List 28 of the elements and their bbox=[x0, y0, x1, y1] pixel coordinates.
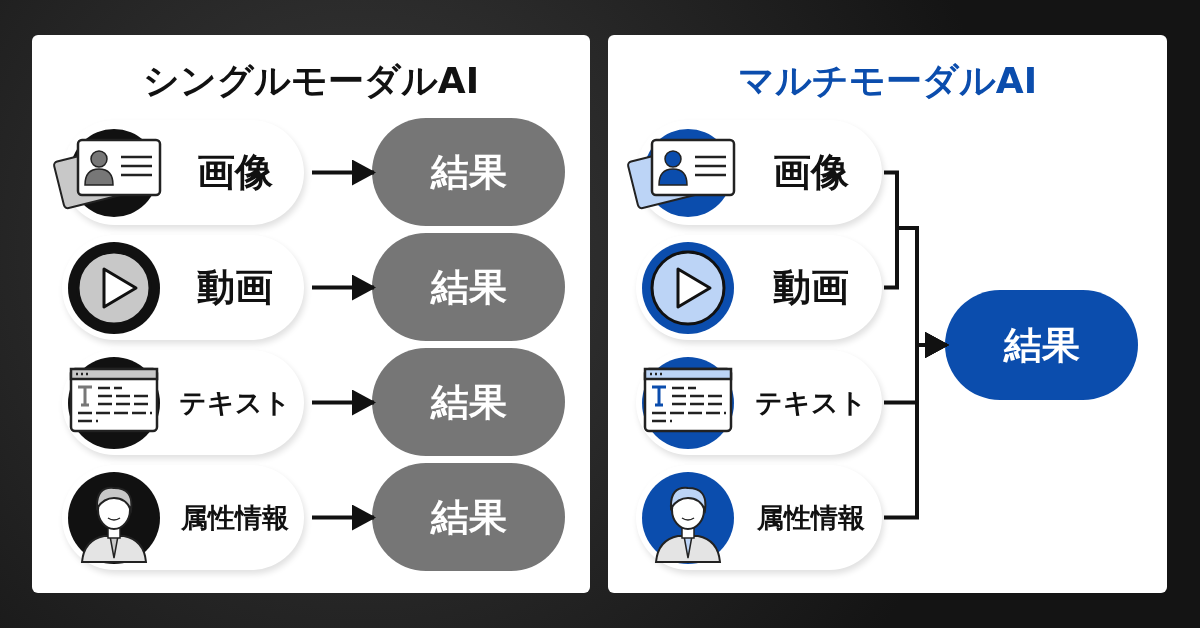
panel bbox=[608, 35, 1167, 593]
arrow bbox=[312, 504, 376, 531]
result-pill: 結果 bbox=[372, 463, 565, 571]
input-label: 動画 bbox=[196, 264, 274, 311]
panel bbox=[32, 35, 590, 593]
arrow bbox=[312, 274, 376, 301]
arrow bbox=[884, 332, 949, 520]
input-label: 属性情報 bbox=[756, 500, 866, 535]
arrow bbox=[312, 159, 376, 186]
result-pill: 結果 bbox=[945, 290, 1138, 400]
input-pill bbox=[636, 235, 882, 340]
input-label: 画像 bbox=[196, 149, 274, 196]
input-pill bbox=[62, 350, 304, 455]
input-pill bbox=[636, 350, 882, 455]
arrow bbox=[312, 389, 376, 416]
input-label: 属性情報 bbox=[180, 500, 290, 535]
result-pill: 結果 bbox=[372, 348, 565, 456]
input-pill bbox=[62, 235, 304, 340]
input-label: 動画 bbox=[772, 264, 850, 311]
input-label: テキスト bbox=[178, 385, 292, 420]
panel-title: シングルモーダルAI bbox=[141, 59, 481, 103]
result-pill: 結果 bbox=[372, 233, 565, 341]
panel-title: マルチモーダルAI bbox=[736, 59, 1039, 103]
result-pill: 結果 bbox=[372, 118, 565, 226]
input-pill bbox=[62, 465, 304, 570]
input-label: 画像 bbox=[772, 149, 850, 196]
input-label: テキスト bbox=[754, 385, 868, 420]
input-pill bbox=[636, 465, 882, 570]
